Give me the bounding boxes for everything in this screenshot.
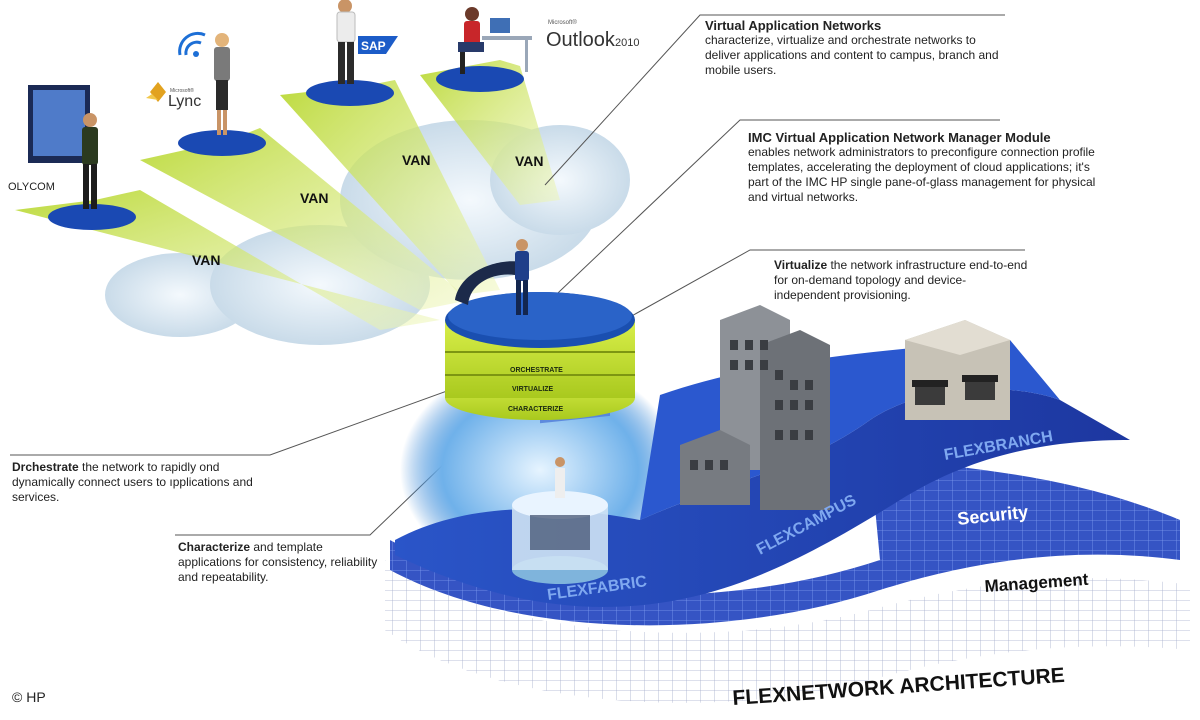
campus-buildings-icon bbox=[680, 305, 830, 510]
van-beam-outlook bbox=[420, 60, 560, 205]
person-icon bbox=[214, 33, 230, 135]
lync-logo: Lync bbox=[168, 93, 201, 110]
callout-characterize-lead: Characterize bbox=[178, 540, 251, 554]
callout-orchestrate: Drchestrate the network to rapidly ond d… bbox=[12, 460, 257, 505]
monitor-icon bbox=[490, 18, 510, 33]
users bbox=[28, 0, 532, 209]
callout-van-text: characterize, virtualize and orchestrate… bbox=[705, 33, 999, 77]
callout-van-title: Virtual Application Networks bbox=[705, 18, 882, 33]
person-icon bbox=[336, 0, 356, 84]
outlook-logo: Outlook bbox=[546, 29, 616, 51]
callout-virtualize-text: the network infrastructure end-to-end fo… bbox=[774, 258, 1028, 302]
outlook-logo-small: Microsoft® bbox=[548, 19, 577, 26]
copyright: © HP bbox=[12, 689, 46, 705]
control-console-icon bbox=[455, 261, 520, 305]
user-pedestals bbox=[48, 66, 524, 230]
outlook-year: 2010 bbox=[615, 37, 639, 49]
callout-imc-text: enables network administrators to precon… bbox=[748, 145, 1096, 204]
callout-virtualize-lead: Virtualize bbox=[774, 258, 828, 272]
callout-characterize: Characterize and template applications f… bbox=[178, 540, 378, 585]
van-label-4: VAN bbox=[515, 153, 544, 169]
svg-text:SAP: SAP bbox=[361, 39, 386, 53]
disc-band-virtualize: VIRTUALIZE bbox=[512, 386, 554, 393]
callout-imc-title: IMC Virtual Application Network Manager … bbox=[748, 130, 1051, 145]
administrator-icon bbox=[515, 239, 529, 315]
van-beam-lync bbox=[140, 128, 470, 310]
disc-band-orchestrate: ORCHESTRATE bbox=[510, 367, 563, 374]
van-beam-sap bbox=[280, 80, 500, 295]
lync-logo-icon bbox=[146, 82, 166, 102]
callout-virtualize: Virtualize the network infrastructure en… bbox=[774, 258, 1029, 303]
callout-van: Virtual Application Networks characteriz… bbox=[705, 18, 1005, 78]
van-label-3: VAN bbox=[402, 152, 431, 168]
person-at-desk-icon bbox=[458, 7, 532, 74]
van-beams bbox=[15, 60, 560, 330]
callout-orchestrate-lead: Drchestrate bbox=[12, 460, 79, 474]
van-label-2: VAN bbox=[300, 190, 329, 206]
person-icon bbox=[82, 113, 98, 209]
branch-store-icon bbox=[905, 320, 1010, 420]
polycom-logo: OLYCOM bbox=[8, 181, 55, 193]
disc-band-characterize: CHARACTERIZE bbox=[508, 406, 564, 413]
callout-characterize-text: and template applications for consistenc… bbox=[178, 540, 378, 584]
callout-orchestrate-text: the network to rapidly ond dynamically c… bbox=[12, 460, 253, 504]
management-layer bbox=[385, 560, 1190, 703]
lync-logo-small: Microsoft® bbox=[170, 87, 194, 94]
wifi-icon bbox=[178, 31, 206, 57]
sap-logo: SAP bbox=[358, 36, 398, 54]
leader-lines bbox=[10, 14, 1025, 536]
van-label-1: VAN bbox=[192, 252, 221, 268]
van-manager-disc bbox=[445, 239, 635, 420]
callout-imc: IMC Virtual Application Network Manager … bbox=[748, 130, 1168, 205]
